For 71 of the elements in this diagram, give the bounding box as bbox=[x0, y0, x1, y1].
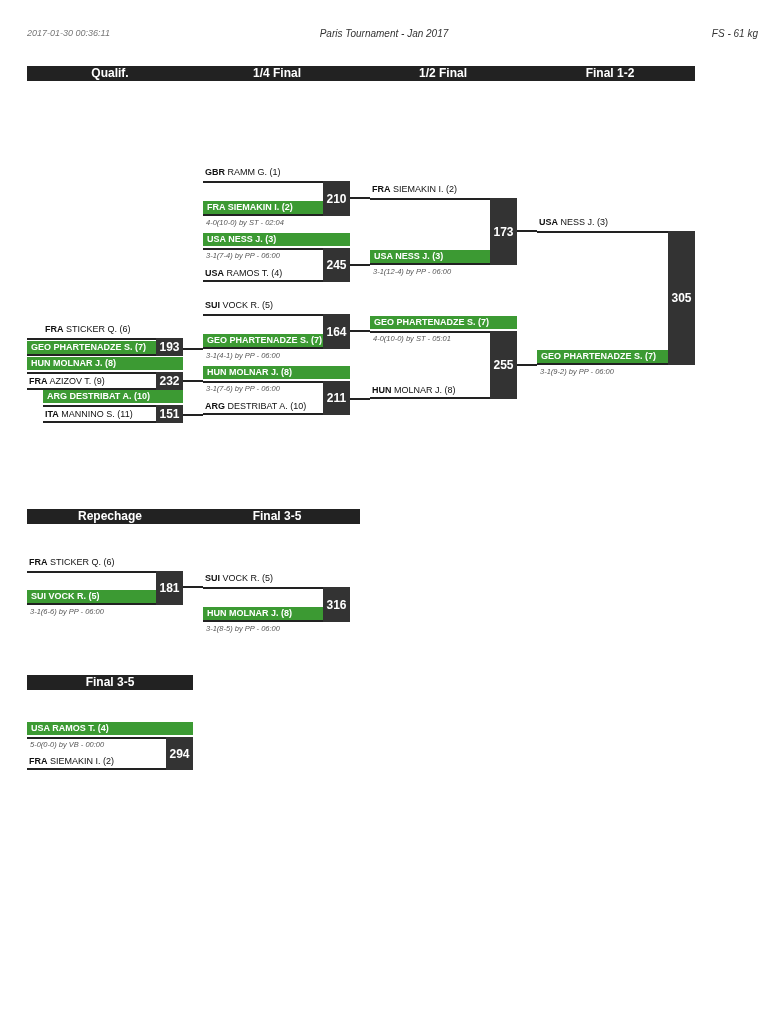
match-box bbox=[43, 405, 183, 423]
bracket-line bbox=[182, 348, 204, 350]
bracket-line bbox=[182, 586, 204, 588]
match-number: 255 bbox=[490, 331, 517, 399]
winner-bar: USA NESS J. (3) bbox=[203, 233, 350, 246]
match-box bbox=[203, 181, 350, 216]
column-heading: Repechage bbox=[78, 509, 142, 524]
competitor-name: USA NESS J. (3) bbox=[539, 216, 609, 229]
match-number: 245 bbox=[323, 248, 350, 282]
match-number: 305 bbox=[668, 231, 695, 365]
match-number: 193 bbox=[156, 338, 183, 356]
match-box bbox=[203, 248, 350, 282]
winner-bar: GEO PHARTENADZE S. (7) bbox=[27, 341, 156, 354]
match-box bbox=[27, 338, 183, 356]
match-number: 173 bbox=[490, 198, 517, 265]
column-heading: Final 3-5 bbox=[252, 509, 302, 524]
weight-class: FS - 61 kg bbox=[711, 28, 758, 39]
competitor-name: SUI VOCK R. (5) bbox=[205, 299, 274, 312]
column-heading: 1/2 Final bbox=[419, 66, 467, 81]
match-box bbox=[27, 737, 193, 770]
bracket-line bbox=[182, 414, 204, 416]
competitor-name: FRA AZIZOV T. (9) bbox=[29, 375, 105, 388]
match-box bbox=[203, 381, 350, 415]
column-heading: Final 3-5 bbox=[85, 675, 135, 690]
column-heading: Final 1-2 bbox=[585, 66, 635, 81]
winner-bar: FRA SIEMAKIN I. (2) bbox=[203, 201, 323, 214]
match-number: 210 bbox=[323, 181, 350, 216]
competitor-name: FRA SIEMAKIN I. (2) bbox=[372, 183, 457, 196]
competitor-name: FRA STICKER Q. (6) bbox=[45, 323, 131, 336]
winner-bar: USA NESS J. (3) bbox=[370, 250, 490, 263]
winner-bar: SUI VOCK R. (5) bbox=[27, 590, 156, 603]
column-heading: Qualif. bbox=[91, 66, 129, 81]
competitor-name: HUN MOLNAR J. (8) bbox=[372, 384, 456, 397]
competitor-name: ITA MANNINO S. (11) bbox=[45, 408, 133, 421]
column-heading: 1/4 Final bbox=[253, 66, 301, 81]
match-box bbox=[203, 587, 350, 622]
timestamp: 2017-01-30 00:36:11 bbox=[27, 28, 110, 38]
competitor-name: FRA STICKER Q. (6) bbox=[29, 556, 115, 569]
bracket-line bbox=[349, 330, 371, 332]
winner-bar: HUN MOLNAR J. (8) bbox=[203, 366, 350, 379]
bracket-line bbox=[182, 380, 204, 382]
match-number: 316 bbox=[323, 587, 350, 622]
match-number: 294 bbox=[166, 737, 193, 770]
match-number: 181 bbox=[156, 571, 183, 605]
winner-bar: HUN MOLNAR J. (8) bbox=[27, 357, 183, 370]
match-box bbox=[203, 314, 350, 349]
page-title: Paris Tournament - Jan 2017 bbox=[319, 28, 449, 39]
bracket-line bbox=[516, 364, 538, 366]
winner-bar: GEO PHARTENADZE S. (7) bbox=[370, 316, 517, 329]
competitor-name: GBR RAMM G. (1) bbox=[205, 166, 281, 179]
match-number: 232 bbox=[156, 372, 183, 390]
match-number: 151 bbox=[156, 405, 183, 423]
bracket-line bbox=[349, 398, 371, 400]
bracket-line bbox=[516, 230, 538, 232]
competitor-name: FRA SIEMAKIN I. (2) bbox=[29, 755, 114, 768]
match-box bbox=[370, 331, 517, 399]
competitor-name: ARG DESTRIBAT A. (10) bbox=[205, 400, 307, 413]
match-box bbox=[370, 198, 517, 265]
match-box bbox=[537, 231, 695, 365]
winner-bar: GEO PHARTENADZE S. (7) bbox=[537, 350, 668, 363]
match-box bbox=[27, 571, 183, 605]
winner-bar: USA RAMOS T. (4) bbox=[27, 722, 193, 735]
winner-bar: HUN MOLNAR J. (8) bbox=[203, 607, 323, 620]
winner-bar: GEO PHARTENADZE S. (7) bbox=[203, 334, 323, 347]
competitor-name: USA RAMOS T. (4) bbox=[205, 267, 283, 280]
winner-bar: ARG DESTRIBAT A. (10) bbox=[43, 390, 183, 403]
bracket-line bbox=[349, 197, 371, 199]
match-number: 164 bbox=[323, 314, 350, 349]
competitor-name: SUI VOCK R. (5) bbox=[205, 572, 274, 585]
bracket-line bbox=[349, 264, 371, 266]
match-number: 211 bbox=[323, 381, 350, 415]
